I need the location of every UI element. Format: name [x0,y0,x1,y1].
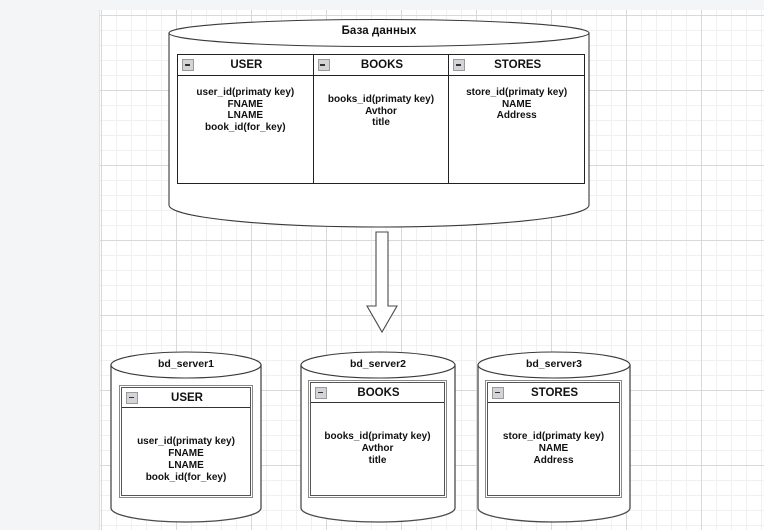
field: store_id(primaty key) [466,87,568,98]
server1-table-title: USER [171,391,203,404]
server3-table-title: STORES [530,386,579,399]
field: books_id(primaty key) [327,94,435,105]
minus-box-icon[interactable] [182,59,194,71]
field: Avthor [365,105,397,117]
top-table-books[interactable]: BOOKS books_id(primaty key) Avthor title [313,55,450,183]
field: user_id(primaty key) [196,87,295,98]
field: FNAME [227,98,264,110]
field: title [372,117,390,128]
top-table-books-title: BOOKS [360,59,404,71]
server3-table-fields: store_id(primaty key) NAME Address [488,403,619,495]
field: user_id(primaty key) [137,436,235,447]
field: store_id(primaty key) [502,431,605,442]
server-label-2: bd_server2 [349,358,407,370]
top-tables-group: USER user_id(primaty key) FNAME LNAME bo… [177,54,585,184]
server2-table-header[interactable]: BOOKS [311,383,444,403]
server2-table-fields: books_id(primaty key) Avthor title [311,403,444,495]
field: Address [496,110,537,121]
minus-box-icon[interactable] [492,386,504,399]
server-label-3: bd_server3 [525,358,583,370]
top-table-books-header[interactable]: BOOKS [313,55,449,76]
field: LNAME [227,110,264,121]
minus-box-icon[interactable] [317,59,330,71]
top-table-books-fields: books_id(primaty key) Avthor title [313,76,449,183]
field: NAME [538,443,569,454]
minus-box-icon[interactable] [126,391,138,404]
top-table-user-header[interactable]: USER [178,55,313,76]
top-table-user[interactable]: USER user_id(primaty key) FNAME LNAME bo… [178,55,314,183]
top-table-stores[interactable]: STORES store_id(primaty key) NAME Addres… [449,55,585,183]
server1-table-user[interactable]: USER user_id(primaty key) FNAME LNAME bo… [119,385,253,498]
field: LNAME [168,460,204,471]
server3-table-stores[interactable]: STORES store_id(primaty key) NAME Addres… [485,380,622,498]
top-table-stores-fields: store_id(primaty key) NAME Address [449,76,585,183]
field: book_id(for_key) [205,121,286,133]
minus-box-icon[interactable] [315,386,327,399]
top-table-user-title: USER [230,59,263,71]
server2-table-books[interactable]: BOOKS books_id(primaty key) Avthor title [308,380,447,498]
top-table-user-fields: user_id(primaty key) FNAME LNAME book_id… [178,76,313,183]
database-title: База данных [341,25,417,37]
minus-box-icon[interactable] [453,59,466,71]
replication-arrow[interactable] [366,231,398,334]
diagram-scene: База данных USER user_id(primaty key) FN… [100,10,764,530]
server1-table-header[interactable]: USER [122,388,250,408]
server3-table-header[interactable]: STORES [488,383,619,403]
diagram-canvas[interactable]: База данных USER user_id(primaty key) FN… [99,10,764,530]
field: FNAME [168,448,204,459]
server2-table-title: BOOKS [357,386,400,399]
field: NAME [501,98,532,110]
top-table-stores-title: STORES [494,59,542,71]
field: books_id(primaty key) [324,431,431,442]
server-label-1: bd_server1 [157,358,215,370]
field: Address [533,455,574,466]
field: title [368,455,387,466]
top-table-stores-header[interactable]: STORES [449,55,585,76]
server1-table-fields: user_id(primaty key) FNAME LNAME book_id… [122,408,250,495]
field: Avthor [361,443,394,454]
field: book_id(for_key) [145,472,227,483]
